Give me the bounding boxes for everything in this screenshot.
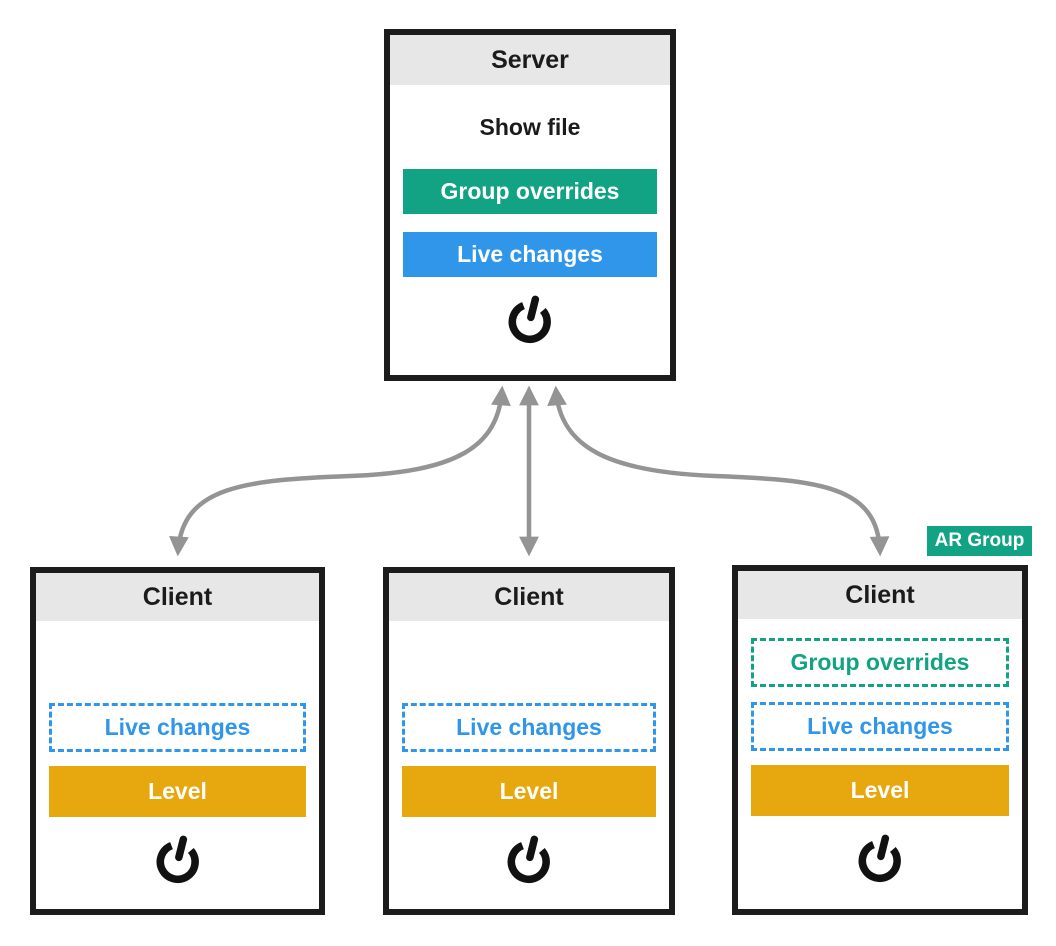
server-group-overrides-chip: Group overrides (403, 169, 657, 214)
server-power-icon (390, 290, 670, 353)
client-right-level-chip: Level (751, 765, 1009, 816)
show-file-label: Show file (479, 114, 581, 140)
client-middle-power-icon (389, 830, 669, 893)
client-right-header: Client (738, 571, 1022, 619)
client-left-live-changes-chip: Live changes (49, 703, 306, 752)
power-icon (507, 835, 550, 883)
client-right-live-changes-chip: Live changes (751, 702, 1009, 751)
client-right-title: Client (845, 581, 915, 609)
client-middle-title: Client (494, 583, 564, 611)
client-right-group-overrides-chip: Group overrides (751, 638, 1009, 687)
arrow-server-client-left (169, 385, 511, 557)
client-box-left: Client Live changes Level (30, 567, 325, 915)
client-left-power-icon (36, 830, 319, 893)
server-box: Server Show file Group overrides Live ch… (384, 29, 676, 381)
client-right-power-icon (738, 829, 1022, 892)
client-box-middle: Client Live changes Level (383, 567, 675, 915)
server-header: Server (390, 35, 670, 85)
power-icon (508, 295, 551, 343)
client-left-title: Client (142, 583, 213, 611)
client-left-level-chip: Level (49, 766, 306, 817)
server-title: Server (491, 46, 569, 74)
client-middle-header: Client (389, 573, 669, 621)
arrow-server-client-right (547, 385, 890, 557)
power-icon (156, 835, 199, 883)
power-icon (858, 834, 901, 882)
server-live-changes-chip: Live changes (403, 232, 657, 277)
client-box-right: Client Group overrides Live changes Leve… (732, 565, 1028, 915)
client-left-header: Client (36, 573, 319, 621)
client-middle-live-changes-chip: Live changes (402, 703, 656, 752)
client-middle-level-chip: Level (402, 766, 656, 817)
ar-group-badge: AR Group (927, 526, 1032, 556)
